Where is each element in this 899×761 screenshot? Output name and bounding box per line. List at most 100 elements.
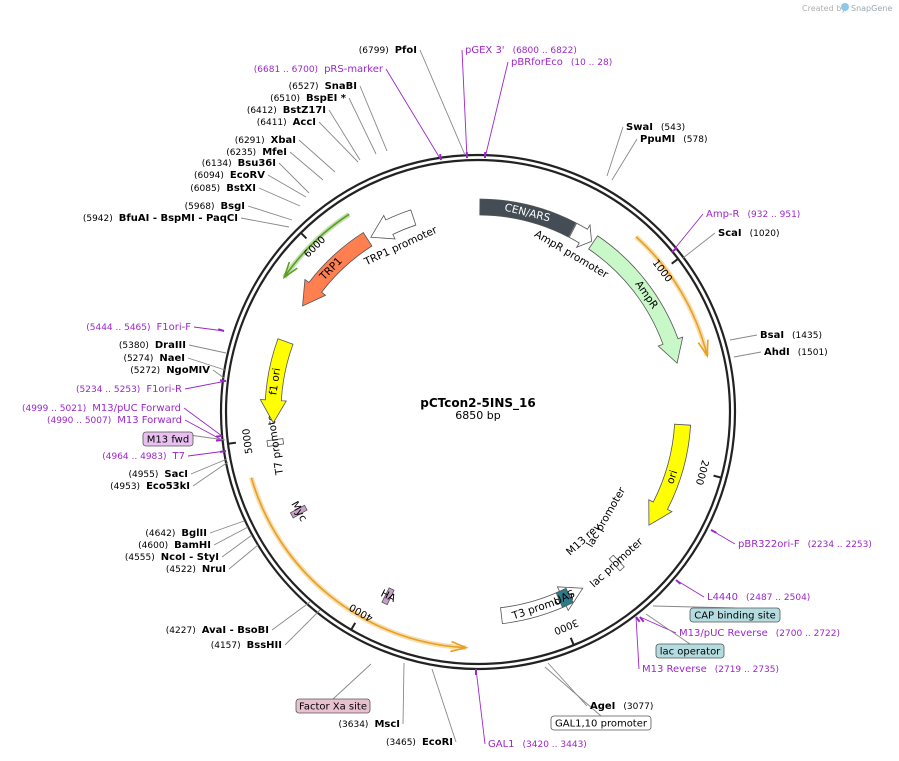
enzyme-position: (6235) bbox=[226, 148, 256, 158]
enzyme-name: AhdI bbox=[764, 347, 790, 358]
feature-label-f1-ori: f1 ori bbox=[267, 367, 283, 396]
primer-amp-r: Amp-R(932 .. 951) bbox=[706, 209, 800, 220]
enzyme-name: BstZ17I bbox=[283, 105, 326, 116]
feature-label-ha: HA bbox=[379, 588, 399, 606]
enzyme-position: (3634) bbox=[339, 720, 369, 730]
svg-text:AhdI(1501): AhdI(1501) bbox=[764, 347, 828, 358]
leader-prs-marker bbox=[385, 68, 442, 161]
primer-name: L4440 bbox=[707, 592, 738, 603]
enzyme-name: Eco53kI bbox=[146, 481, 190, 492]
svg-text:(5380)DraIII: (5380)DraIII bbox=[119, 340, 186, 351]
leader-snabi bbox=[359, 85, 388, 152]
enzyme-position: (5942) bbox=[83, 214, 113, 224]
site-label: CAP binding site bbox=[694, 611, 776, 622]
svg-text:(4555)NcoI - StyI: (4555) NcoI - StyI bbox=[125, 552, 219, 563]
enzyme-position: (578) bbox=[683, 135, 707, 145]
primer-name: pBR322ori-F bbox=[738, 539, 800, 550]
leader-factor-xa-site bbox=[332, 663, 372, 700]
svg-text:pGEX 3'(6800 .. 6822): pGEX 3'(6800 .. 6822) bbox=[465, 45, 577, 56]
primer-gal1: GAL1(3420 .. 3443) bbox=[488, 739, 587, 750]
enzyme-position: (1020) bbox=[750, 229, 780, 239]
leader-swai bbox=[606, 126, 624, 177]
site-gal1-10-promoter: GAL1,10 promoter bbox=[550, 715, 652, 731]
enzyme-ngomiv: (5272)NgoMIV bbox=[130, 365, 210, 376]
site-label: Factor Xa site bbox=[299, 702, 367, 713]
primer-range: (932 .. 951) bbox=[748, 210, 801, 220]
enzyme-position: (4953) bbox=[110, 482, 140, 492]
enzyme-acci: (6411)AccI bbox=[257, 117, 316, 128]
feature-arc-2 bbox=[248, 476, 469, 653]
primer-pbr322ori-f: pBR322ori-F (2234 .. 2253) bbox=[738, 539, 872, 550]
leader-m13-forward bbox=[184, 419, 223, 441]
enzyme-name: NcoI - StyI bbox=[161, 552, 219, 563]
leader-gal1 bbox=[475, 668, 486, 745]
enzyme-scai: ScaI (1020) bbox=[718, 228, 780, 239]
leader-ecorv bbox=[267, 174, 307, 198]
svg-text:(4953)Eco53kI: (4953) Eco53kI bbox=[110, 481, 190, 492]
enzyme-name: BstXI bbox=[226, 183, 256, 194]
leader-bsu36i bbox=[278, 162, 310, 194]
enzyme-position: (4555) bbox=[125, 553, 155, 563]
enzyme-name: ScaI bbox=[718, 228, 742, 239]
feature-shape-ampr-promoter bbox=[568, 222, 592, 249]
primer-range: (6800 .. 6822) bbox=[513, 46, 577, 56]
leader-gal1-10-promoter bbox=[544, 666, 602, 717]
primer-marker bbox=[215, 435, 223, 438]
site-label: lac operator bbox=[660, 647, 721, 658]
enzyme-name: BspEI * bbox=[306, 93, 347, 104]
tick-6000 bbox=[300, 232, 308, 240]
primer-f1ori-r: (5234 .. 5253)F1ori-R bbox=[76, 384, 182, 395]
leader-scai bbox=[682, 232, 716, 259]
leader-m13-reverse bbox=[635, 616, 640, 670]
leader-msci bbox=[402, 662, 405, 725]
enzyme-name: SnaBI bbox=[325, 81, 357, 92]
svg-text:(5234 .. 5253)F1ori-R: (5234 .. 5253)F1ori-R bbox=[76, 384, 182, 395]
svg-text:(4227)AvaI - BsoBI: (4227)AvaI - BsoBI bbox=[166, 625, 269, 636]
enzyme-name: PfoI bbox=[395, 45, 417, 56]
enzyme-name: BssHII bbox=[247, 640, 282, 651]
tick-3000 bbox=[569, 637, 575, 646]
svg-text:(4522)NruI: (4522)NruI bbox=[166, 564, 226, 575]
enzyme-ahdi: AhdI(1501) bbox=[764, 347, 828, 358]
primer-marker bbox=[215, 439, 223, 442]
svg-text:(6134)Bsu36I: (6134)Bsu36I bbox=[202, 158, 276, 169]
enzyme-position: (6291) bbox=[235, 136, 265, 146]
site-label: M13 fwd bbox=[147, 435, 189, 446]
enzyme-nrui: (4522)NruI bbox=[166, 564, 226, 575]
leader-ppumi bbox=[611, 138, 638, 181]
enzyme-bsai: BsaI(1435) bbox=[760, 330, 822, 341]
svg-text:(6799)PfoI: (6799)PfoI bbox=[359, 45, 417, 56]
enzyme-name: DraIII bbox=[155, 340, 186, 351]
svg-text:PpuMI(578): PpuMI(578) bbox=[640, 134, 707, 145]
enzyme-name: XbaI bbox=[271, 135, 296, 146]
primer-range: (4964 .. 4983) bbox=[102, 452, 166, 462]
svg-text:(6412)BstZ17I: (6412)BstZ17I bbox=[247, 105, 326, 116]
svg-text:(4157)BssHII: (4157)BssHII bbox=[211, 640, 282, 651]
feature-arc-1 bbox=[634, 234, 710, 359]
primer-name: pBRforEco bbox=[511, 57, 563, 68]
leader-nrui bbox=[228, 544, 259, 570]
tick-label-2000: 2000 bbox=[693, 459, 710, 486]
feature-shape-ampr bbox=[588, 235, 684, 364]
enzyme-position: (1435) bbox=[792, 331, 822, 341]
svg-text:ScaI(1020): ScaI (1020) bbox=[718, 228, 780, 239]
svg-text:(6085)BstXI: (6085)BstXI bbox=[190, 183, 256, 194]
enzyme-position: (6094) bbox=[194, 171, 224, 181]
enzyme-name: BamHI bbox=[174, 540, 211, 551]
site-box bbox=[689, 607, 781, 623]
enzyme-bstxi: (6085)BstXI bbox=[190, 183, 256, 194]
primer-range: (4999 .. 5021) bbox=[22, 404, 86, 414]
site-lac-operator: lac operator bbox=[655, 643, 725, 659]
feature-label-myc: Myc bbox=[288, 499, 309, 523]
leader-bglii bbox=[209, 520, 245, 534]
primer-range: (2234 .. 2253) bbox=[808, 540, 872, 550]
primer-range: (6681 .. 6700) bbox=[254, 65, 318, 75]
primer-pgex-3: pGEX 3'(6800 .. 6822) bbox=[465, 45, 577, 56]
enzyme-name: SacI bbox=[164, 469, 188, 480]
enzyme-ppumi: PpuMI(578) bbox=[640, 134, 707, 145]
feature-shape-uas bbox=[555, 587, 574, 609]
primer-l4440: L4440(2487 .. 2504) bbox=[707, 592, 810, 603]
svg-text:(4955)SacI: (4955)SacI bbox=[128, 469, 188, 480]
